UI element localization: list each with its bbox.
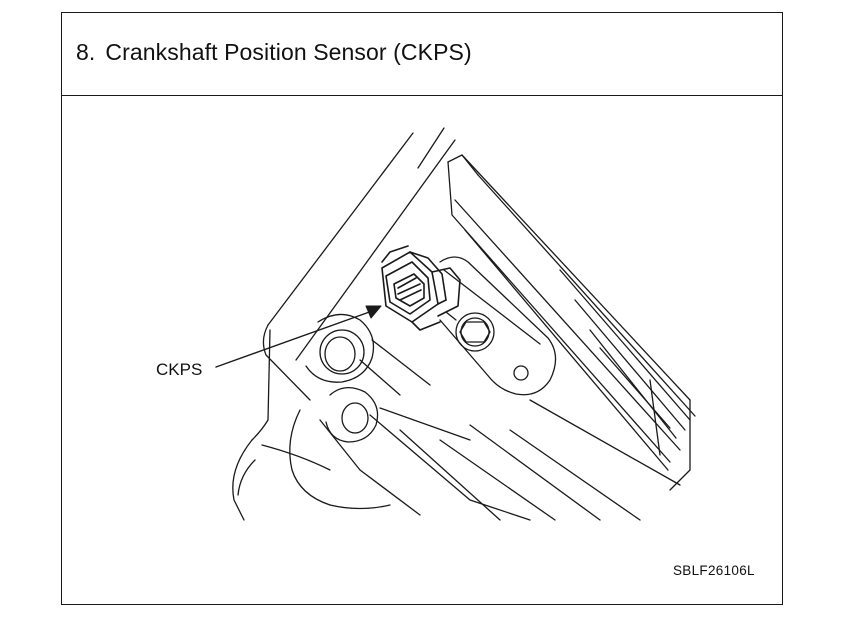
housing-lines — [267, 127, 696, 491]
figure-title: 8. Crankshaft Position Sensor (CKPS) — [76, 39, 472, 66]
figure-number: 8. — [76, 39, 96, 65]
sensor-flange — [439, 256, 557, 396]
ckps-sensor — [381, 245, 461, 331]
figure-title-text: Crankshaft Position Sensor (CKPS) — [105, 39, 472, 65]
mount-boss — [305, 313, 471, 443]
figure-frame: 8. Crankshaft Position Sensor (CKPS) — [61, 12, 783, 605]
figure-code: SBLF26106L — [673, 563, 755, 578]
title-bar: 8. Crankshaft Position Sensor (CKPS) — [62, 13, 782, 96]
ckps-callout-label: CKPS — [156, 360, 203, 379]
callout-leader — [215, 305, 382, 368]
